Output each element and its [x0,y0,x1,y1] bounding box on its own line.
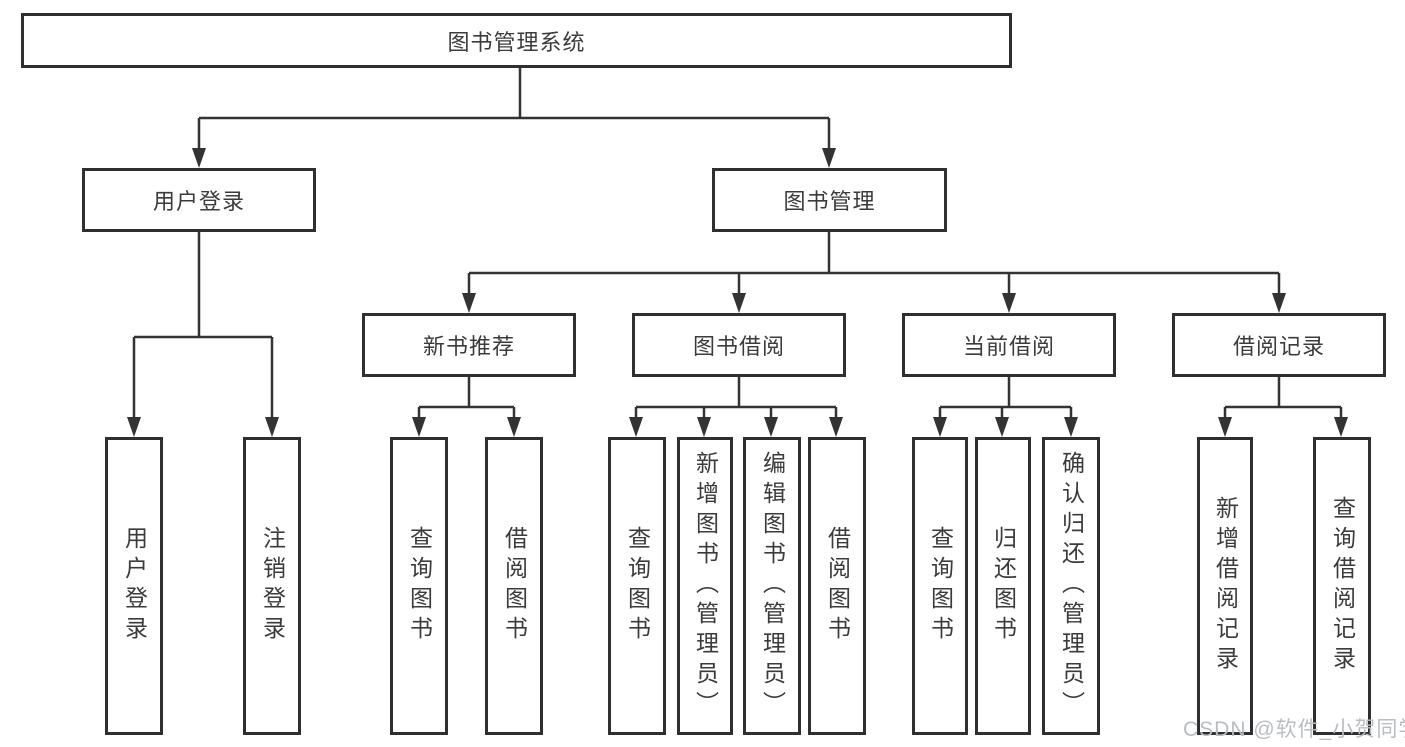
node-borrow-record-label: 借阅记录 [1232,334,1325,359]
leaf-query-borrow-record-label: 查询借阅记录 [1329,496,1356,676]
leaf-add-book-admin-label: 新增图书（管理员） [692,451,719,721]
leaf-user-login: 用户登录 [105,437,163,735]
leaf-query-borrow-record: 查询借阅记录 [1313,437,1371,735]
node-borrow-record: 借阅记录 [1172,313,1386,377]
node-new-book-recommend-label: 新书推荐 [422,334,515,359]
leaf-logout-label: 注销登录 [259,526,286,646]
leaf-confirm-return-admin-label: 确认归还（管理员） [1058,451,1085,721]
leaf-query-book-current-label: 查询图书 [927,526,954,646]
leaf-edit-book-admin-label: 编辑图书（管理员） [759,451,786,721]
leaf-add-borrow-record-label: 新增借阅记录 [1212,496,1239,676]
csdn-watermark: CSDN @软件_小贺同学 [1183,718,1405,741]
node-user-login: 用户登录 [82,168,316,232]
leaf-confirm-return-admin: 确认归还（管理员） [1042,437,1100,735]
node-current-borrow-label: 当前借阅 [962,334,1055,359]
leaf-query-book-borrow-label: 查询图书 [624,526,651,646]
node-new-book-recommend: 新书推荐 [362,313,576,377]
node-current-borrow: 当前借阅 [902,313,1116,377]
leaf-query-book-current: 查询图书 [912,437,968,735]
leaf-borrow-book: 借阅图书 [808,437,866,735]
leaf-borrow-book-label: 借阅图书 [824,526,851,646]
leaf-borrow-book-recommend-label: 借阅图书 [501,526,528,646]
leaf-borrow-book-recommend: 借阅图书 [485,437,543,735]
node-book-borrow-label: 图书借阅 [692,334,785,359]
leaf-query-book-recommend-label: 查询图书 [406,526,433,646]
root-node-library-system: 图书管理系统 [21,13,1012,68]
node-user-login-label: 用户登录 [152,189,245,214]
leaf-add-borrow-record: 新增借阅记录 [1197,437,1253,735]
node-book-management: 图书管理 [712,168,947,232]
leaf-add-book-admin: 新增图书（管理员） [677,437,733,735]
leaf-return-book-label: 归还图书 [990,526,1017,646]
arrowheads [127,148,1348,437]
leaf-return-book: 归还图书 [975,437,1031,735]
node-book-management-label: 图书管理 [783,189,876,214]
leaf-logout: 注销登录 [243,437,301,735]
leaf-query-book-recommend: 查询图书 [390,437,448,735]
leaf-user-login-label: 用户登录 [121,526,148,646]
leaf-edit-book-admin: 编辑图书（管理员） [743,437,801,735]
root-node-label: 图书管理系统 [447,29,586,55]
node-book-borrow: 图书借阅 [632,313,846,377]
leaf-query-book-borrow: 查询图书 [608,437,666,735]
